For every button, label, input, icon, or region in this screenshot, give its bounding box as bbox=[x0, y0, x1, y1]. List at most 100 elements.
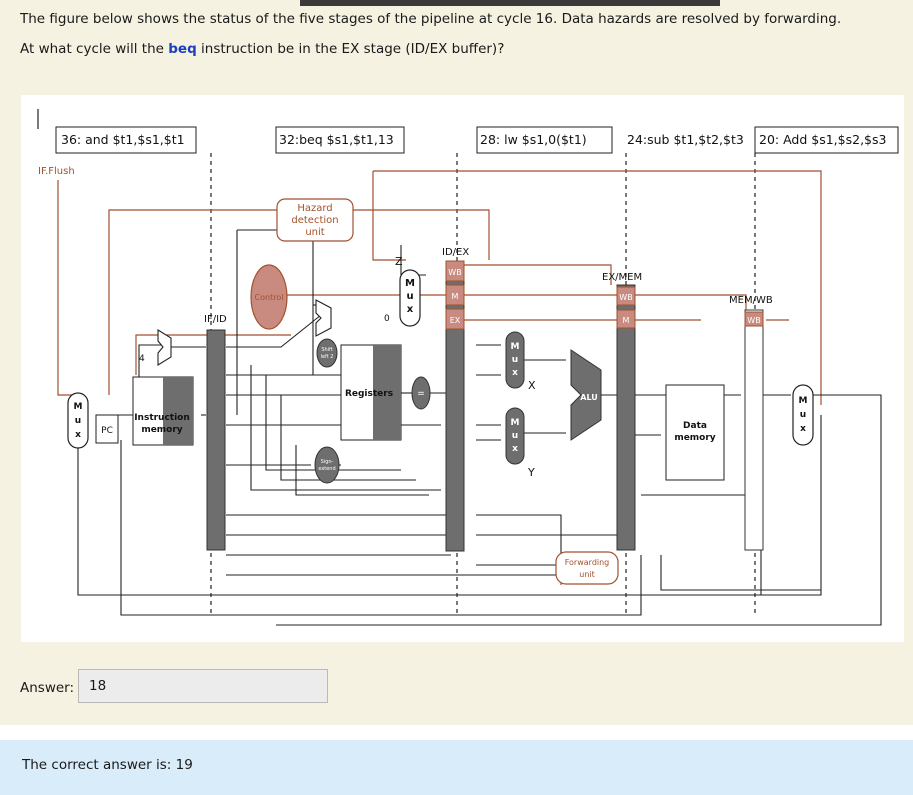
four-label: 4 bbox=[139, 354, 145, 364]
register-file-shade bbox=[373, 345, 401, 440]
ex-mem-wb-label: WB bbox=[619, 293, 632, 302]
control-wire-1 bbox=[372, 171, 406, 261]
fmux-a-u: u bbox=[512, 355, 518, 365]
feedback-panel: The correct answer is: 19 bbox=[0, 740, 913, 795]
wb-wire-2 bbox=[634, 294, 747, 315]
stage-box-wb bbox=[754, 126, 899, 154]
ex-mem-m-label: M bbox=[623, 316, 630, 325]
mux1-m: M bbox=[405, 278, 415, 289]
data-wires bbox=[77, 215, 882, 626]
correct-answer-text: The correct answer is: 19 bbox=[22, 757, 193, 773]
mem-wb-register bbox=[744, 309, 764, 551]
pc-adder bbox=[157, 329, 172, 366]
question-line-1: The figure below shows the status of the… bbox=[20, 11, 842, 27]
hazard-label-2: detection bbox=[291, 215, 338, 226]
question-text-before: At what cycle will the bbox=[20, 41, 169, 57]
alu-label: ALU bbox=[580, 393, 598, 402]
forwarding-label-1: Forwarding bbox=[565, 558, 610, 567]
brown-wire-mid bbox=[135, 334, 291, 375]
stage-box-if bbox=[55, 126, 197, 154]
stage-box-id bbox=[275, 126, 405, 154]
fmux-b-m: M bbox=[511, 418, 520, 428]
question-text-after: instruction be in the EX stage (ID/EX bu… bbox=[196, 41, 505, 57]
if-flush-wire bbox=[57, 180, 76, 396]
sign-extend-label-2: extend bbox=[318, 466, 335, 472]
question-keyword: beq bbox=[168, 41, 197, 57]
control-wire-2 bbox=[373, 170, 822, 405]
dmem-label-2: memory bbox=[674, 433, 715, 443]
forward-mux-a bbox=[505, 331, 525, 389]
mux1-u: u bbox=[406, 291, 413, 302]
id-ex-wb bbox=[445, 260, 465, 282]
forwarding-label-2: unit bbox=[579, 570, 595, 579]
shift-label-2: left 2 bbox=[321, 354, 334, 360]
stage-id: 32:beq $s1,$t1,13 bbox=[279, 132, 394, 147]
pc-label: PC bbox=[101, 426, 113, 436]
wb-mux-m: M bbox=[799, 396, 808, 406]
control-mux bbox=[399, 269, 421, 327]
hazard-label-1: Hazard bbox=[297, 203, 332, 214]
id-ex-m bbox=[445, 284, 465, 306]
x-label: X bbox=[528, 379, 536, 392]
if-flush-label: IF.Flush bbox=[38, 166, 75, 177]
ex-mem-label: EX/MEM bbox=[602, 272, 642, 283]
forward-mux-b bbox=[505, 407, 525, 465]
alu bbox=[570, 349, 602, 441]
fmux-a-x: x bbox=[512, 368, 518, 378]
mux1-x: x bbox=[407, 304, 414, 315]
id-ex-m-label: M bbox=[452, 292, 459, 301]
wb-mux-x: x bbox=[800, 424, 806, 434]
branch-adder bbox=[315, 299, 332, 337]
pipeline-diagram-svg: 36: and $t1,$s1,$t1 32:beq $s1,$t1,13 28… bbox=[37, 109, 899, 626]
hazard-label-3: unit bbox=[305, 227, 324, 238]
equality-comparator bbox=[411, 376, 431, 410]
control-label: Control bbox=[255, 293, 284, 302]
stage-box-ex bbox=[476, 126, 613, 154]
if-id-register bbox=[206, 329, 226, 551]
pc-mux-x: x bbox=[75, 430, 81, 440]
question-line-2: At what cycle will the beq instruction b… bbox=[20, 41, 504, 57]
fmux-b-x: x bbox=[512, 444, 518, 454]
id-ex-label: ID/EX bbox=[442, 247, 469, 258]
id-ex-wb-label: WB bbox=[448, 268, 461, 277]
imem-label-2: memory bbox=[141, 425, 182, 435]
y-label: Y bbox=[527, 466, 535, 479]
instruction-memory-shade bbox=[163, 377, 193, 445]
fmux-b-u: u bbox=[512, 431, 518, 441]
eq-label: = bbox=[417, 389, 425, 399]
z-label: Z bbox=[395, 255, 403, 268]
dmem-label-1: Data bbox=[683, 421, 707, 431]
stage-if: 36: and $t1,$s1,$t1 bbox=[61, 132, 185, 147]
stage-mem: 24:sub $t1,$t2,$t3 bbox=[627, 132, 744, 147]
sign-extend-label-1: Sign- bbox=[321, 459, 334, 465]
registers-label: Registers bbox=[345, 389, 393, 399]
mem-wb-wb-label: WB bbox=[747, 316, 760, 325]
shift-left-2 bbox=[316, 338, 338, 368]
data-memory bbox=[665, 384, 725, 481]
pc-mux-m: M bbox=[74, 402, 83, 412]
ex-mem-register bbox=[616, 284, 636, 551]
question-panel: The figure below shows the status of the… bbox=[0, 0, 913, 725]
answer-label: Answer: bbox=[20, 680, 75, 696]
wb-wire-1 bbox=[464, 264, 612, 285]
answer-input[interactable] bbox=[78, 669, 328, 703]
stage-ex: 28: lw $s1,0($t1) bbox=[480, 132, 587, 147]
control-unit bbox=[250, 264, 288, 330]
wb-mux-u: u bbox=[800, 410, 806, 420]
sign-extend bbox=[314, 446, 340, 484]
mem-wb-label: MEM/WB bbox=[729, 295, 773, 306]
pc-register bbox=[95, 414, 119, 444]
pc-mux bbox=[67, 392, 89, 449]
id-ex-ex bbox=[445, 308, 465, 330]
ex-mem-wb bbox=[616, 286, 636, 306]
top-bar bbox=[300, 0, 720, 6]
if-id-label: IF/ID bbox=[204, 314, 227, 325]
pc-mux-u: u bbox=[75, 416, 81, 426]
wb-mux bbox=[792, 384, 814, 446]
mem-wb-wb bbox=[744, 311, 764, 327]
zero-label: 0 bbox=[384, 314, 390, 324]
hazard-detection-unit bbox=[276, 198, 354, 242]
stage-wb: 20: Add $s1,$s2,$s3 bbox=[759, 132, 886, 147]
ex-mem-m bbox=[616, 309, 636, 329]
shift-label-1: Shift bbox=[321, 347, 332, 353]
